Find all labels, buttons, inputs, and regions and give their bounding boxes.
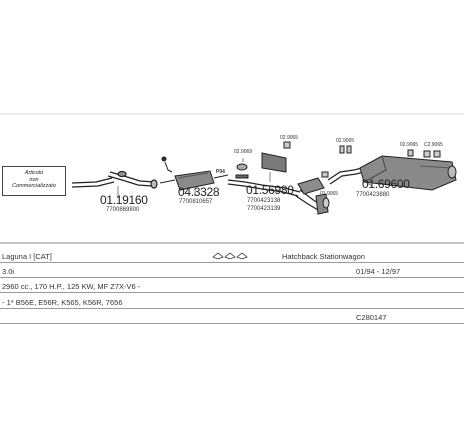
info-row-catalog: C280147	[0, 309, 464, 324]
engine-codes: - 1* B56E, E56R, K565, K56R, 7656	[2, 298, 123, 307]
accessory-label[interactable]: P04	[216, 169, 225, 175]
part-ref-2: 7700423139	[247, 206, 281, 212]
exhaust-diagram	[0, 113, 464, 244]
leader-lines	[117, 158, 373, 198]
rear-pipe	[327, 167, 365, 185]
part-number[interactable]: 01.56980	[246, 183, 294, 197]
body-type: Hatchback Stationwagon	[282, 252, 365, 261]
sensor	[235, 163, 249, 179]
catalog-number: C280147	[356, 313, 387, 322]
part-number[interactable]: 01.19160	[100, 193, 148, 207]
hanger-brackets	[283, 141, 441, 178]
engine-spec: 2960 cc., 170 H.P., 125 KW, MF Z7X-V6 -	[2, 282, 141, 291]
brand-logo-icon	[212, 252, 248, 260]
accessory-label[interactable]: 02.9069	[234, 149, 253, 155]
part-number[interactable]: 04.3328	[178, 185, 220, 199]
part-ref: 7700869800	[106, 207, 140, 213]
accessory-label[interactable]: 01.9065	[320, 191, 339, 197]
centre-pipe	[227, 179, 323, 211]
note-line-2: non	[29, 176, 39, 183]
production-period: 01/94 - 12/97	[356, 267, 401, 276]
front-pipe	[71, 170, 158, 189]
info-row-model: Laguna I [CAT] Hatchback Stationwagon	[0, 248, 464, 263]
vehicle-model: Laguna I [CAT]	[2, 252, 52, 261]
info-row-spec: 2960 cc., 170 H.P., 125 KW, MF Z7X-V6 -	[0, 278, 464, 293]
accessory-label[interactable]: 02.9065	[336, 138, 355, 144]
part-number[interactable]: 01.69600	[362, 177, 410, 191]
middle-silencer	[261, 152, 330, 215]
note-line-1: Articolo	[24, 170, 44, 176]
part-ref: 7700423880	[356, 192, 390, 198]
catalytic-converter	[159, 156, 229, 191]
not-available-note: Articolo non Commercializzato	[2, 166, 66, 196]
info-row-engine: 3.0i 01/94 - 12/97	[0, 263, 464, 278]
accessory-label[interactable]: 02.9065	[400, 142, 419, 148]
engine-size: 3.0i	[2, 267, 15, 276]
rear-silencer	[359, 155, 457, 191]
part-ref: 7700423138	[247, 198, 281, 204]
info-row-codes: - 1* B56E, E56R, K565, K56R, 7656	[0, 294, 464, 309]
part-ref: 7700810657	[179, 199, 213, 205]
accessory-label[interactable]: 02.9065	[280, 135, 299, 141]
accessory-label[interactable]: C2.9065	[424, 142, 443, 148]
note-line-3: Commercializzato	[12, 183, 56, 189]
